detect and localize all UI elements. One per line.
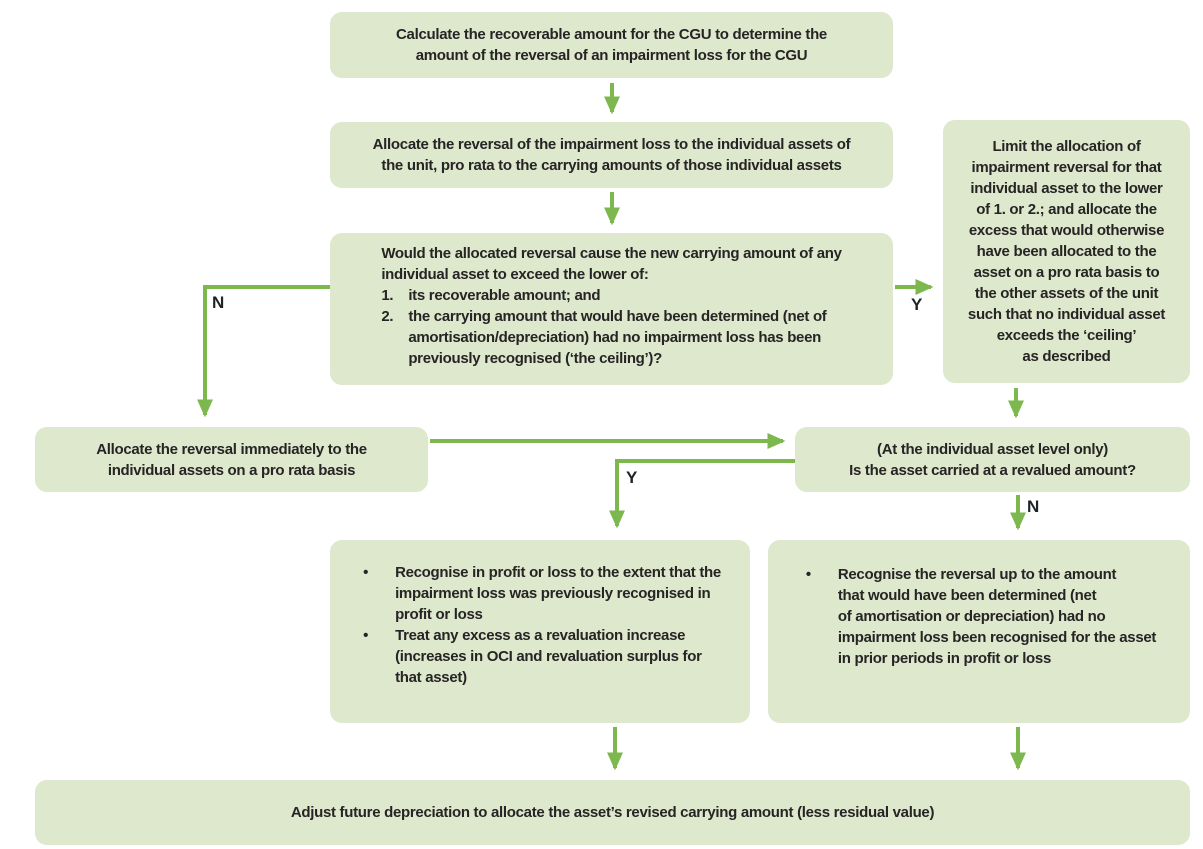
- node-allocate-reversal-pro-rata: Allocate the reversal of the impairment …: [330, 122, 893, 188]
- bullet-icon: •: [805, 566, 811, 583]
- branch-label-ceiling-yes: Y: [911, 295, 923, 314]
- node-ceiling-decision: Would the allocated reversal cause the n…: [330, 233, 893, 385]
- node-calculate-recoverable-amount: Calculate the recoverable amount for the…: [330, 12, 893, 78]
- node-revalued-no-outcome: • Recognise the reversal up to the amoun…: [768, 540, 1190, 723]
- branch-label-ceiling-no: N: [212, 293, 225, 312]
- node-text: Limit the allocation of impairment rever…: [967, 138, 1166, 365]
- outcome-item-text: Treat any excess as a revaluation increa…: [395, 627, 702, 686]
- outcome-item-text: Recognise in profit or loss to the exten…: [395, 564, 721, 623]
- node-allocate-immediately: Allocate the reversal immediately to the…: [35, 427, 428, 492]
- node-limit-allocation: Limit the allocation of impairment rever…: [943, 120, 1190, 383]
- node-text: Allocate the reversal immediately to the…: [96, 440, 367, 479]
- bullet-icon: •: [363, 564, 369, 581]
- decision-item-text: its recoverable amount; and: [408, 287, 601, 304]
- node-text: Allocate the reversal of the impairment …: [372, 136, 851, 174]
- decision-intro: Would the allocated reversal cause the n…: [381, 245, 842, 283]
- revalued-question-line2: Is the asset carried at a revalued amoun…: [849, 461, 1136, 479]
- node-text: Adjust future depreciation to allocate t…: [290, 804, 935, 821]
- node-adjust-depreciation: Adjust future depreciation to allocate t…: [35, 780, 1190, 845]
- branch-label-revalued-yes: Y: [626, 468, 638, 487]
- node-revalued-question: (At the individual asset level only) Is …: [795, 427, 1190, 492]
- bullet-icon: •: [363, 627, 369, 644]
- branch-label-revalued-no: N: [1027, 497, 1040, 516]
- revalued-question-line1: (At the individual asset level only): [877, 440, 1108, 458]
- node-revalued-yes-outcome: • Recognise in profit or loss to the ext…: [330, 540, 750, 723]
- outcome-item-text: Recognise the reversal up to the amount …: [837, 566, 1157, 667]
- connector-revalued-yes-to-outcome: [609, 459, 795, 529]
- decision-item-number: 1.: [381, 287, 394, 304]
- decision-item-text: the carrying amount that would have been…: [408, 308, 827, 367]
- node-text: Calculate the recoverable amount for the…: [396, 26, 827, 64]
- decision-item-number: 2.: [381, 308, 394, 325]
